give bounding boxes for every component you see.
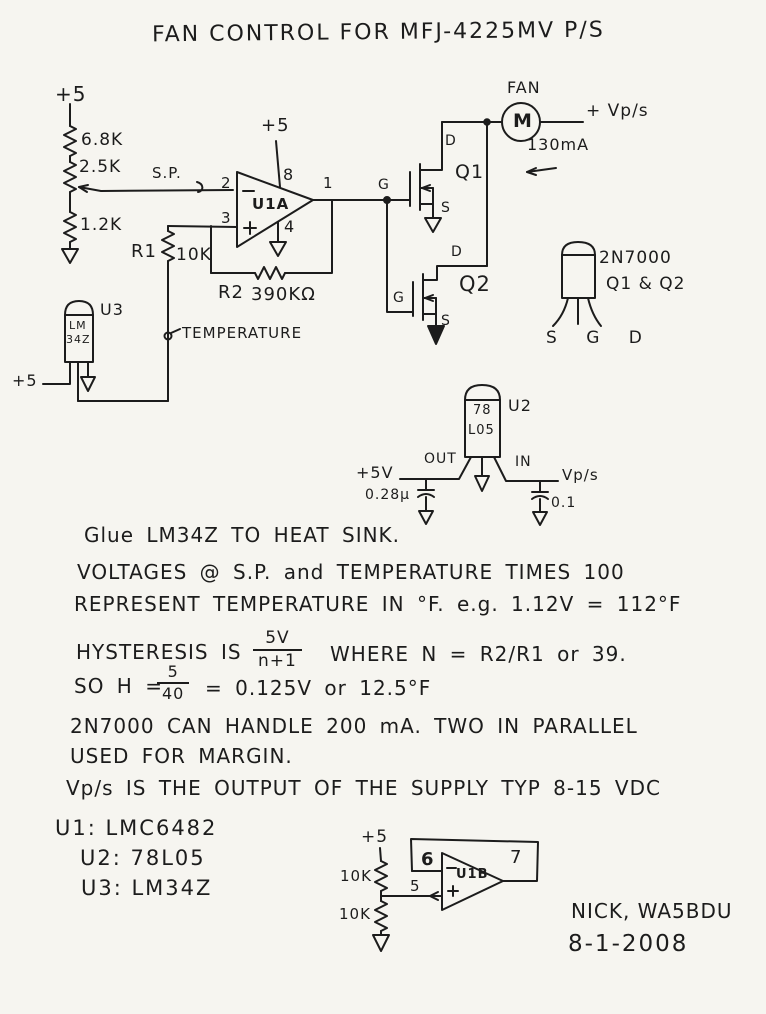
- q1-source-label: S: [441, 200, 451, 216]
- u2-out-label: OUT: [424, 451, 457, 467]
- u3-lm34z-symbol: [43, 301, 168, 401]
- package-refs-label: Q1 & Q2: [606, 274, 686, 294]
- u1b-name-label: U1B: [456, 867, 489, 882]
- setpoint-label: S.P.: [152, 164, 182, 182]
- u3-supply-label: +5: [12, 371, 38, 390]
- r1-value-label: 10K: [176, 245, 212, 265]
- fan-label: FAN: [507, 78, 541, 97]
- u2-name-label: U2: [508, 396, 532, 415]
- u1b-supply-label: +5: [361, 827, 389, 847]
- note-line6: 2N7000 CAN HANDLE 200 mA. TWO IN PARALLE…: [70, 714, 638, 738]
- note-line4-fraction: 5V n+1: [253, 630, 302, 670]
- note-line4-pre: HYSTERESIS IS: [76, 640, 242, 664]
- u1b-rtop-label: 10K: [340, 867, 372, 885]
- q1-gate-label: G: [378, 177, 390, 193]
- fan-current-label: 130mA: [527, 135, 590, 154]
- u1a-name-label: U1A: [252, 195, 290, 213]
- r2-value-label: 390KΩ: [251, 284, 316, 305]
- fraction-numerator: 5: [167, 662, 179, 681]
- note-line5-pre: SO H =: [74, 674, 163, 698]
- q1-drain-label: D: [445, 133, 457, 149]
- package-part-label: 2N7000: [599, 248, 672, 268]
- u3-body-line2: 34Z: [66, 333, 91, 346]
- to92-package-2n7000: [553, 242, 601, 326]
- note-line2: VOLTAGES @ S.P. and TEMPERATURE TIMES 10…: [77, 560, 625, 584]
- parts-list-u1: U1: LMC6482: [55, 816, 218, 840]
- q2-drain-label: D: [451, 244, 463, 260]
- note-line5-post: = 0.125V or 12.5°F: [205, 676, 432, 700]
- fan-motor-letter: M: [513, 110, 533, 132]
- divider-rtop-label: 6.8K: [81, 130, 124, 150]
- supply-rail-label: + Vp/s: [586, 101, 649, 121]
- u1a-pin1-label: 1: [323, 174, 334, 192]
- u1b-rbottom-label: 10K: [339, 905, 371, 923]
- r1-name-label: R1: [131, 241, 157, 262]
- u1a-pin2-label: 2: [221, 174, 232, 192]
- note-line8: Vp/s IS THE OUTPUT OF THE SUPPLY TYP 8-1…: [66, 776, 661, 800]
- u1b-pin6-label: 6: [421, 849, 435, 870]
- fraction-denominator: 40: [157, 682, 190, 702]
- page-title: FAN CONTROL FOR MFJ-4225MV P/S: [151, 17, 605, 48]
- u2-body-line1: 78: [473, 403, 492, 418]
- q2-mosfet-symbol: [387, 200, 487, 344]
- u2-right-rail-label: Vp/s: [562, 466, 599, 484]
- u2-cap-left-label: 0.28μ: [365, 487, 411, 503]
- q1-name-label: Q1: [455, 161, 485, 183]
- package-pins-label: S G D: [546, 328, 654, 348]
- fraction-numerator: 5V: [265, 628, 290, 648]
- u2-body-line2: L05: [468, 423, 495, 438]
- parts-list-u2: U2: 78L05: [80, 846, 206, 870]
- r1-temperature-wires: [162, 226, 180, 401]
- divider-supply-label: +5: [55, 82, 87, 106]
- note-line3: REPRESENT TEMPERATURE IN °F. e.g. 1.12V …: [74, 592, 682, 616]
- u1a-pin8-label: 8: [283, 165, 295, 184]
- parts-list-u3: U3: LM34Z: [81, 876, 213, 900]
- note-line4-post: WHERE N = R2/R1 or 39.: [330, 642, 627, 666]
- u1a-pin3-label: 3: [221, 209, 232, 227]
- u1a-pin4-label: 4: [284, 217, 296, 236]
- u2-cap-right-label: 0.1: [551, 495, 577, 511]
- voltage-divider-wires: [62, 104, 233, 263]
- u2-in-label: IN: [515, 454, 532, 470]
- q2-source-label: S: [441, 313, 451, 329]
- u1a-supply-label: +5: [261, 115, 290, 136]
- u2-78l05-symbol: [400, 385, 558, 525]
- q1-mosfet-symbol: [387, 122, 442, 232]
- note-line7: USED FOR MARGIN.: [70, 744, 293, 768]
- r2-name-label: R2: [218, 282, 244, 303]
- u3-name-label: U3: [100, 300, 124, 319]
- fraction-denominator: n+1: [253, 649, 302, 670]
- u3-body-line1: LM: [69, 319, 87, 332]
- q2-gate-label: G: [393, 290, 405, 306]
- signature-date: 8-1-2008: [568, 931, 689, 957]
- signature-name: NICK, WA5BDU: [571, 899, 733, 923]
- fan-motor-symbol: [442, 103, 583, 266]
- divider-rbottom-label: 1.2K: [80, 215, 123, 235]
- u2-left-rail-label: +5V: [356, 463, 394, 482]
- note-line5-fraction: 5 40: [157, 662, 190, 702]
- temperature-label: TEMPERATURE: [182, 324, 303, 342]
- u1b-pin5-label: 5: [410, 877, 421, 895]
- divider-pot-label: 2.5K: [79, 157, 122, 177]
- u1b-pin7-label: 7: [510, 847, 523, 868]
- q2-name-label: Q2: [459, 272, 491, 296]
- opamp-u1b-symbol: [373, 839, 538, 951]
- note-line1: Glue LM34Z TO HEAT SINK.: [84, 523, 401, 547]
